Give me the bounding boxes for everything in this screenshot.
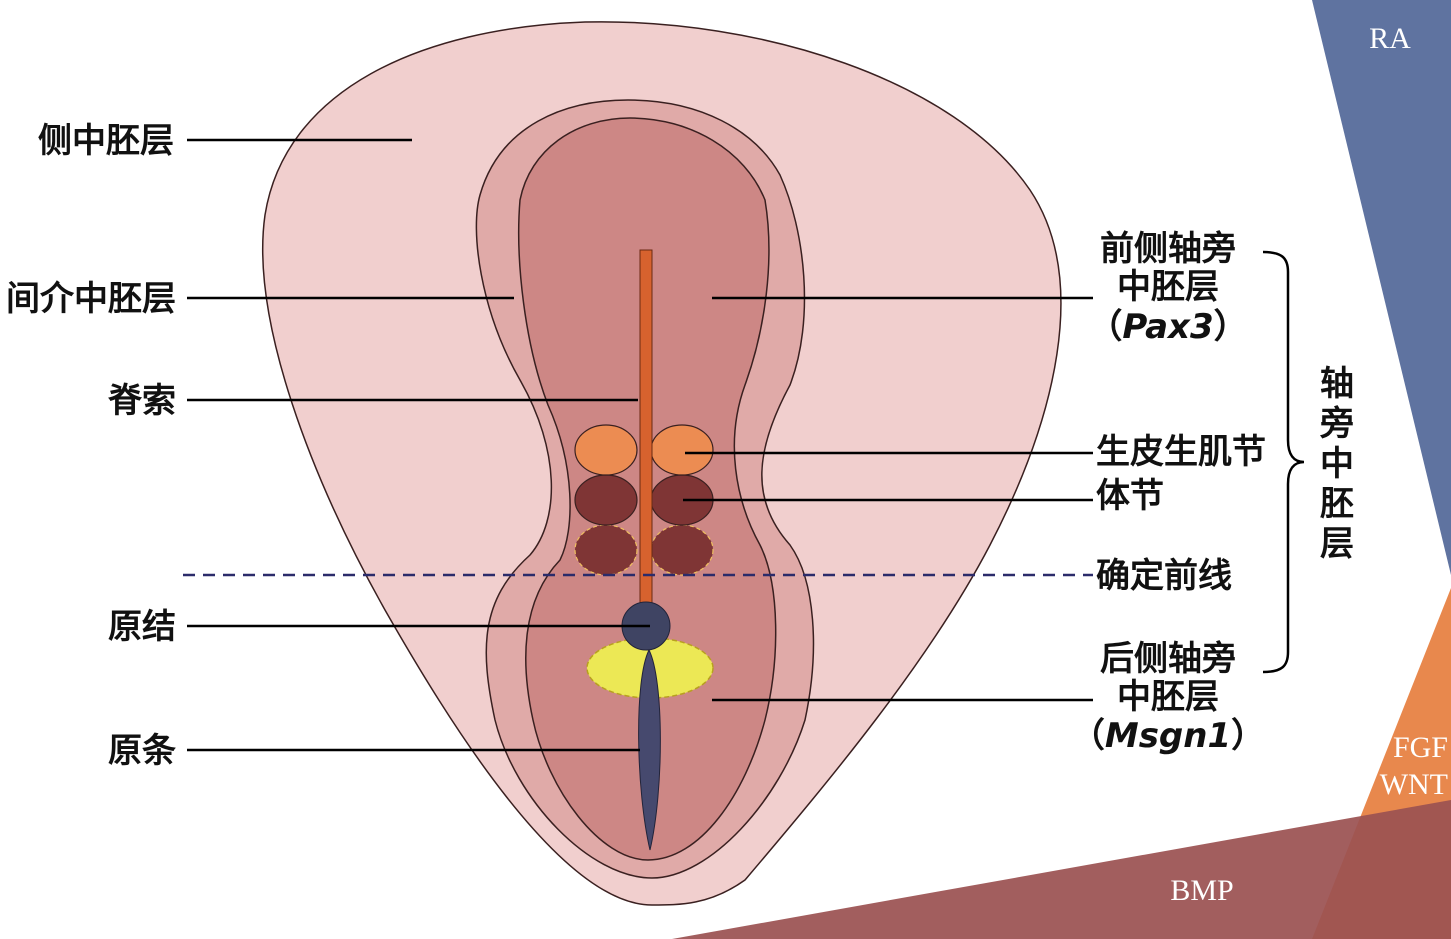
fgf-label: FGF — [1393, 731, 1448, 764]
ra-label: RA — [1369, 22, 1411, 55]
ra-gradient — [1312, 0, 1451, 575]
anterior-paraxial-label-line2: 中胚层 — [1117, 267, 1219, 307]
anterior-paraxial-label-line1: 前侧轴旁 — [1100, 229, 1236, 269]
dermomyotome-left — [574, 424, 638, 476]
primitive-streak-label: 原条 — [108, 731, 176, 771]
primitive-streak-shape — [638, 648, 661, 851]
paraxial-char-5: 层 — [1320, 524, 1354, 564]
forming-somite-left — [574, 524, 638, 576]
paraxial-char-1: 轴 — [1320, 364, 1354, 404]
dermomyotome-label: 生皮生肌节 — [1096, 432, 1266, 472]
lateral-mesoderm-label: 侧中胚层 — [38, 121, 174, 161]
notochord-label: 脊索 — [108, 381, 176, 421]
notochord-rod — [639, 249, 653, 611]
paraxial-char-4: 胚 — [1320, 484, 1354, 524]
paraxial-bracket — [1262, 250, 1305, 674]
posterior-paraxial-label-line1: 后侧轴旁 — [1100, 639, 1236, 679]
posterior-paraxial-gene-label: （Msgn1） — [1071, 716, 1265, 756]
somite-left — [574, 474, 638, 526]
wnt-label: WNT — [1380, 768, 1448, 801]
leader-lines — [187, 138, 1093, 752]
forming-somite-right — [650, 524, 714, 576]
node-label: 原结 — [108, 607, 176, 647]
intermediate-mesoderm-label: 间介中胚层 — [6, 279, 176, 319]
anterior-paraxial-gene-label: （Pax3） — [1088, 307, 1247, 347]
somite-label: 体节 — [1096, 476, 1164, 516]
bmp-label: BMP — [1170, 874, 1233, 907]
determination-front-label: 确定前线 — [1096, 556, 1232, 596]
pax3-gene: Pax3 — [1122, 307, 1213, 347]
bmp-gradient — [672, 800, 1451, 939]
dermomyotome-right — [650, 424, 714, 476]
paraxial-mesoderm-vertical-label: 轴 旁 中 胚 层 — [1319, 364, 1354, 564]
msgn1-gene: Msgn1 — [1105, 716, 1231, 756]
paraxial-char-2: 旁 — [1319, 404, 1354, 444]
posterior-paraxial-label-line2: 中胚层 — [1117, 677, 1219, 717]
paraxial-char-3: 中 — [1320, 444, 1354, 484]
